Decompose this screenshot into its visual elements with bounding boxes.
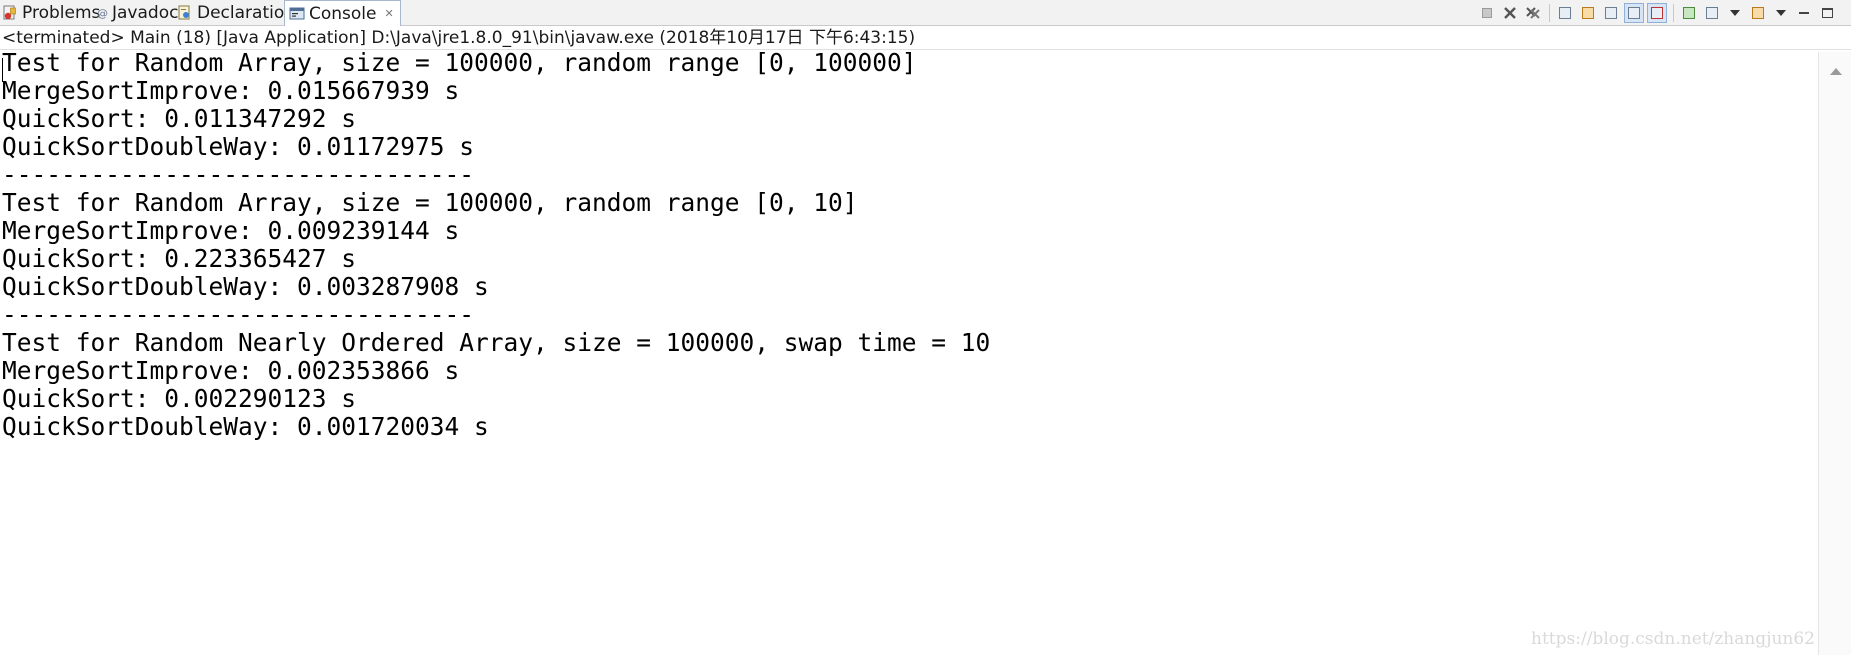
text-caret <box>2 58 3 82</box>
scroll-lock-icon[interactable] <box>1555 3 1575 23</box>
process-status-line: <terminated> Main (18) [Java Application… <box>0 26 1851 50</box>
watermark: https://blog.csdn.net/zhangjun62 <box>1531 629 1815 649</box>
tab-declaration[interactable]: Declaration <box>177 0 295 26</box>
terminate-icon[interactable] <box>1477 3 1497 23</box>
tab-label: Javadoc <box>112 3 179 23</box>
new-console-view-icon[interactable] <box>1748 3 1768 23</box>
console-line: QuickSort: 0.002290123 s <box>2 384 357 413</box>
console-line: QuickSort: 0.223365427 s <box>2 244 357 273</box>
console-output[interactable]: Test for Random Array, size = 100000, ra… <box>0 52 1818 655</box>
maximize-icon[interactable] <box>1817 3 1837 23</box>
javadoc-icon: @ <box>96 5 108 21</box>
tab-label: Console <box>309 3 377 24</box>
toolbar-separator <box>1549 4 1550 22</box>
console-line: -------------------------------- <box>2 160 475 189</box>
view-tab-bar: Problems @ Javadoc Declaration Console ✕ <box>0 0 1851 26</box>
console-line: MergeSortImprove: 0.009239144 s <box>2 216 460 245</box>
open-console-icon[interactable] <box>1679 3 1699 23</box>
console-line: QuickSortDoubleWay: 0.01172975 s <box>2 132 475 161</box>
console-line: MergeSortImprove: 0.002353866 s <box>2 356 460 385</box>
tab-label: Problems <box>22 3 101 23</box>
tab-label: Declaration <box>197 3 296 23</box>
vertical-scrollbar[interactable] <box>1818 52 1851 655</box>
display-selected-console-icon[interactable] <box>1702 3 1722 23</box>
view-menu-icon[interactable] <box>1725 3 1745 23</box>
show-on-error-icon[interactable] <box>1647 3 1667 23</box>
remove-all-terminated-icon[interactable] <box>1523 3 1543 23</box>
console-line: Test for Random Array, size = 100000, ra… <box>2 52 917 77</box>
toolbar-separator <box>1673 4 1674 22</box>
declaration-icon <box>177 5 193 21</box>
remove-launch-icon[interactable] <box>1500 3 1520 23</box>
minimize-icon[interactable] <box>1794 3 1814 23</box>
console-line: QuickSort: 0.011347292 s <box>2 104 357 133</box>
scroll-up-icon[interactable] <box>1830 68 1842 75</box>
console-toolbar <box>1474 2 1837 24</box>
console-line: QuickSortDoubleWay: 0.001720034 s <box>2 412 489 441</box>
console-line: MergeSortImprove: 0.015667939 s <box>2 76 460 105</box>
console-line: QuickSortDoubleWay: 0.003287908 s <box>2 272 489 301</box>
tab-problems[interactable]: Problems <box>2 0 100 26</box>
svg-text:@: @ <box>97 7 108 20</box>
chevron-down-icon[interactable] <box>1771 3 1791 23</box>
word-wrap-icon[interactable] <box>1578 3 1598 23</box>
console-line: Test for Random Array, size = 100000, ra… <box>2 188 858 217</box>
show-on-output-icon[interactable] <box>1624 3 1644 23</box>
console-icon <box>289 6 305 22</box>
tab-javadoc[interactable]: @ Javadoc <box>96 0 178 26</box>
tab-console[interactable]: Console ✕ <box>284 0 401 26</box>
pin-console-icon[interactable] <box>1601 3 1621 23</box>
problems-icon <box>2 5 18 21</box>
close-icon[interactable]: ✕ <box>384 7 394 20</box>
console-line: -------------------------------- <box>2 300 475 329</box>
console-line: Test for Random Nearly Ordered Array, si… <box>2 328 991 357</box>
